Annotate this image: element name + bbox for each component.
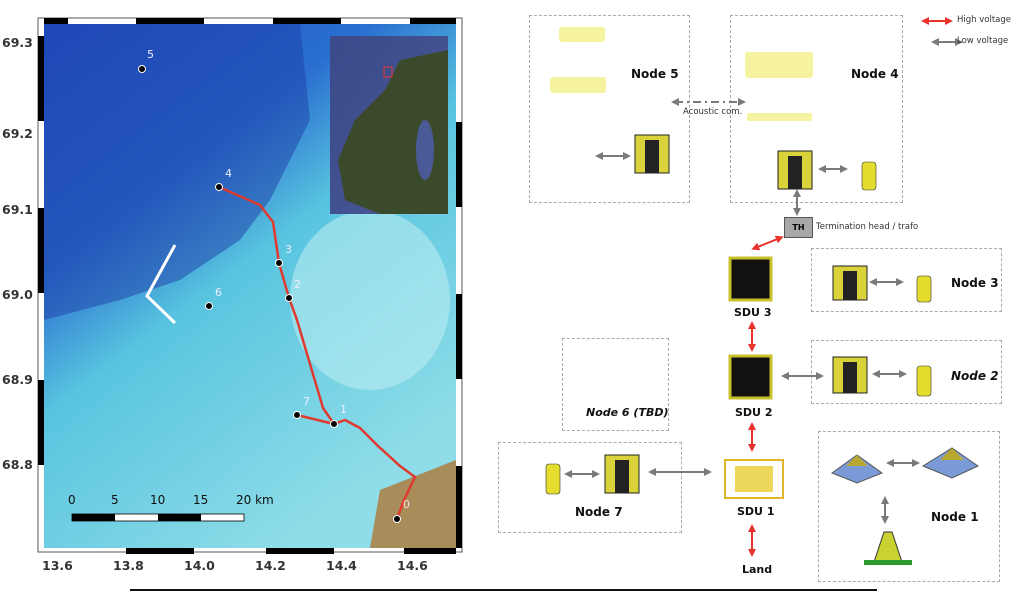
sdu1-label: SDU 1	[737, 505, 775, 518]
lat-tick: 68.8	[2, 457, 33, 472]
node4-label: Node 4	[851, 67, 899, 81]
sdu-units	[724, 256, 784, 499]
inset-map	[330, 36, 448, 214]
buoy-instruments	[545, 161, 932, 495]
land-label: Land	[742, 563, 773, 576]
acoustic-label: Acoustic com.	[683, 107, 743, 117]
seabed-crawlers	[604, 134, 868, 494]
node-label: 0	[403, 498, 410, 511]
legend-low-voltage: Low voltage	[957, 36, 1009, 46]
lat-tick: 68.9	[2, 372, 33, 387]
node-label: 4	[225, 167, 232, 180]
sdu3-label: SDU 3	[734, 306, 772, 319]
node4-box	[730, 15, 903, 203]
high-voltage-arrows	[748, 17, 953, 557]
instrument-panels	[550, 27, 813, 121]
node5-box	[529, 15, 690, 203]
lat-tick: 69.1	[2, 202, 33, 217]
bathymetry-map	[37, 17, 463, 554]
node7-label: Node 7	[575, 505, 623, 519]
node-label: 6	[215, 286, 222, 299]
deep-canyon-area	[44, 24, 310, 320]
scale-bar	[71, 513, 245, 522]
white-chevron	[145, 244, 177, 325]
node-label: 5	[147, 48, 154, 61]
node5-label: Node 5	[631, 67, 679, 81]
node6-label: Node 6 (TBD)	[586, 406, 669, 419]
node2-label: Node 2	[951, 369, 999, 383]
lon-tick: 13.6	[42, 558, 73, 573]
scale-label: 10	[150, 493, 166, 507]
lon-tick: 14.2	[255, 558, 286, 573]
frame-ticks	[38, 18, 462, 554]
lon-tick: 14.0	[184, 558, 215, 573]
node-label: 3	[285, 243, 292, 256]
node1-frames	[830, 447, 980, 565]
node3-box	[811, 248, 1002, 312]
scale-label: 0	[68, 493, 76, 507]
bottom-rule	[130, 589, 877, 591]
node1-label: Node 1	[931, 510, 979, 524]
low-voltage-arrows	[564, 38, 963, 524]
land-area	[370, 460, 456, 548]
scale-label: 15	[193, 493, 209, 507]
node-markers	[138, 65, 401, 523]
scale-label: 20 km	[236, 493, 274, 507]
termination-head-label: Termination head / trafo	[816, 222, 919, 232]
lon-tick: 14.6	[397, 558, 428, 573]
node7-box	[498, 442, 682, 533]
sdu2-label: SDU 2	[735, 406, 773, 419]
node3-label: Node 3	[951, 276, 999, 290]
shelf-area	[290, 210, 450, 390]
lon-tick: 14.4	[326, 558, 357, 573]
node-label: 2	[294, 278, 301, 291]
lat-tick: 69.2	[2, 126, 33, 141]
node-label: 7	[303, 395, 310, 408]
termination-head-box: TH	[784, 217, 813, 238]
lat-tick: 69.0	[2, 287, 33, 302]
node6-box	[562, 338, 669, 431]
lon-tick: 13.8	[113, 558, 144, 573]
legend-high-voltage: High voltage	[957, 15, 1011, 25]
node1-box	[818, 431, 1000, 582]
node-label: 1	[340, 403, 347, 416]
node7-cable	[296, 413, 335, 426]
lat-tick: 69.3	[2, 35, 33, 50]
scale-label: 5	[111, 493, 119, 507]
